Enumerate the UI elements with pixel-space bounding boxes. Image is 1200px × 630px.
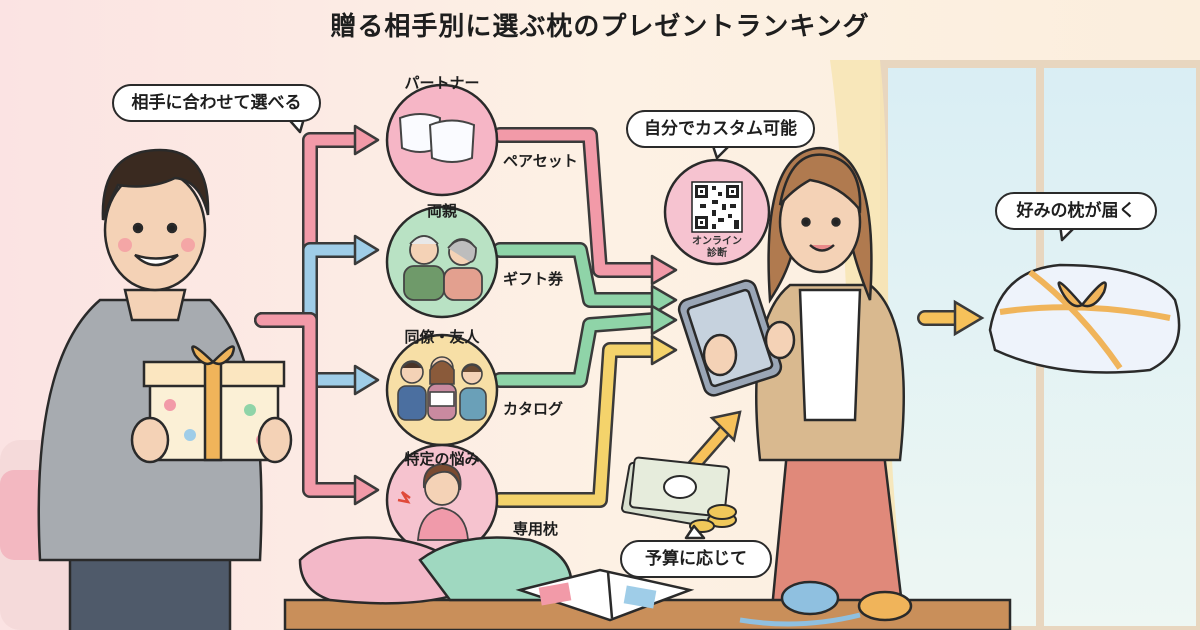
elderly-couple-icon [403,235,483,301]
callout-delivered: 好みの枕が届く [995,192,1157,230]
qr-caption-line1: オンライン [692,236,742,247]
page-title: 贈る相手別に選ぶ枕のプレゼントランキング [330,12,870,42]
cash-icon [621,456,737,533]
edge-label-catalog: カタログ [503,400,564,418]
man-hands [130,416,293,464]
node-label-colleagues: 同僚・友人 [404,328,480,346]
callout-budget: 予算に応じて [620,540,772,578]
recipient-arrowheads [353,124,380,506]
gift-arrowheads [650,254,678,366]
gift-arrows [492,127,663,508]
node-label-parents: 両親 [426,202,457,220]
edge-label-pair-set: ペアセット [503,152,578,170]
callout-custom: 自分でカスタム可能 [626,110,815,148]
qr-caption-line2: 診断 [707,248,727,259]
wrapped-pillow-icon [988,263,1181,374]
qr-caption: オンライン 診断 [680,236,754,260]
tablet-icon [677,279,796,397]
table [283,536,1012,630]
edge-label-special-pillow: 専用枕 [513,520,559,538]
node-label-concern: 特定の悩み [404,450,480,468]
recipient-arrows [254,132,368,498]
node-label-partner: パートナー [404,74,480,92]
edge-label-gift-card: ギフト券 [503,270,564,288]
neck-pain-icon [397,463,469,541]
qr-code-icon [691,181,743,233]
node-parents [385,205,499,319]
result-arrow [917,299,985,337]
callout-choose: 相手に合わせて選べる [112,84,321,122]
pillow-pair-icon [398,113,476,163]
friends-group-icon [397,356,487,421]
